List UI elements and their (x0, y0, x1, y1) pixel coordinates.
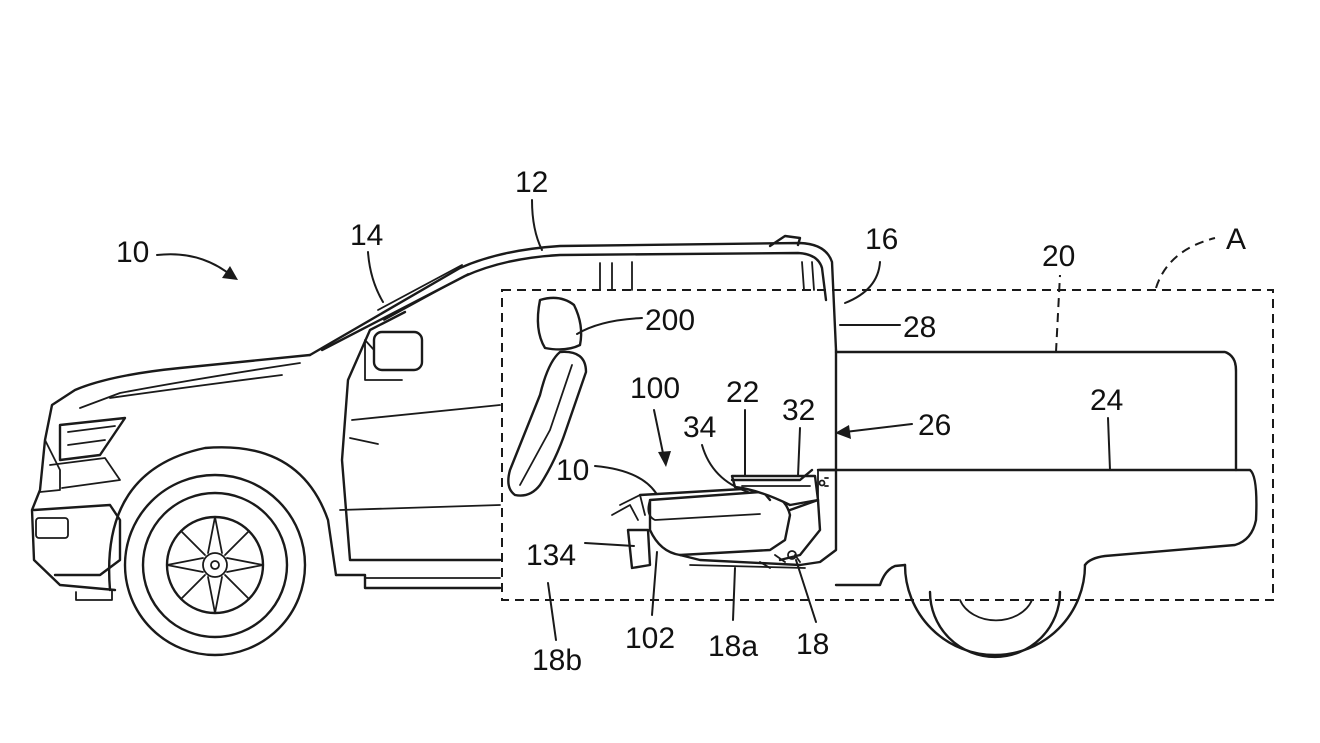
headlight (58, 416, 127, 462)
bed-side-wall (834, 350, 1238, 472)
label-102: 102 (625, 622, 675, 655)
hood (30, 353, 312, 592)
label-18b: 18b (532, 644, 582, 677)
label-34: 34 (683, 411, 716, 444)
label-12: 12 (515, 166, 548, 199)
front-door (340, 310, 502, 562)
label-200: 200 (645, 304, 695, 337)
front-bumper (32, 503, 122, 577)
front-wheel (107, 446, 338, 657)
label-18a: 18a (708, 630, 758, 663)
bed-floor (816, 468, 1258, 567)
label-26: 26 (918, 409, 951, 442)
label-22: 22 (726, 376, 759, 409)
seat-200 (507, 296, 588, 497)
label-32: 32 (782, 394, 815, 427)
label-100: 100 (630, 372, 680, 405)
dashed-region-20 (836, 274, 1237, 470)
cab-roof-outline (308, 241, 838, 357)
label-A: A (1226, 223, 1246, 256)
rear-wheel (903, 563, 1087, 659)
leader-lines (156, 199, 1111, 641)
grille (39, 439, 61, 493)
dashed-region-A (501, 237, 1274, 601)
label-10-inner: 10 (556, 454, 589, 487)
label-134: 134 (526, 539, 576, 572)
reference-labels: 10 12 14 16 20 A 200 28 100 22 32 24 26 … (116, 166, 1246, 677)
label-24: 24 (1090, 384, 1123, 417)
label-20: 20 (1042, 240, 1075, 273)
label-10-vehicle: 10 (116, 236, 149, 269)
side-mirror (364, 330, 424, 381)
label-28: 28 (903, 311, 936, 344)
pickup-truck (30, 234, 1258, 659)
label-14: 14 (350, 219, 383, 252)
label-18: 18 (796, 628, 829, 661)
label-16: 16 (865, 223, 898, 256)
console-assembly-100 (611, 468, 822, 570)
